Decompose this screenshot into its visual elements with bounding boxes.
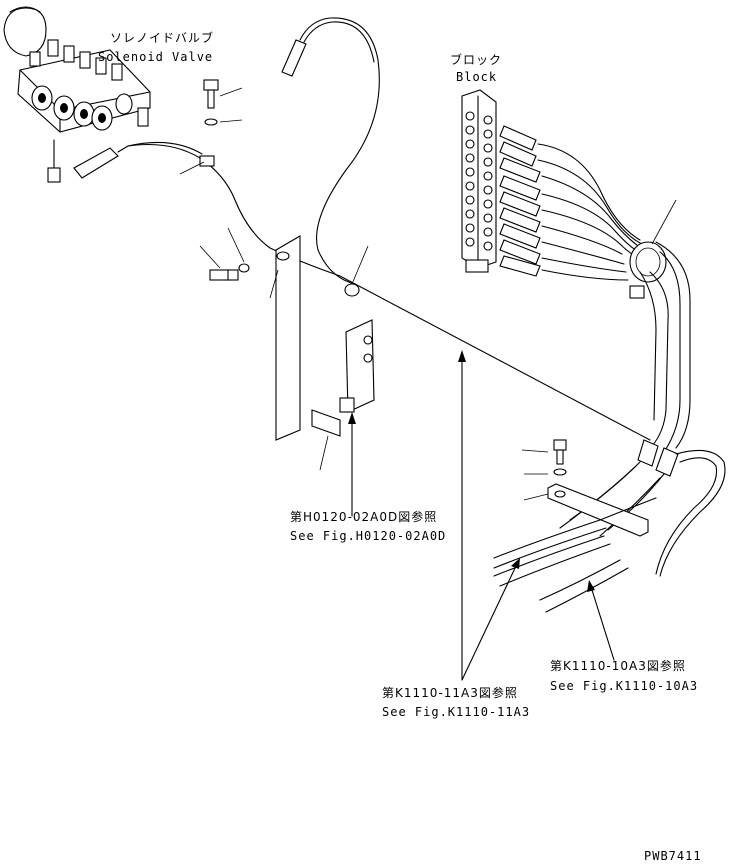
ref-h0120-label-jp: 第H0120-02A0D図参照 (290, 509, 437, 524)
solenoid-valve-assembly (3, 6, 151, 183)
upper-connector-wire (281, 17, 380, 285)
drawing-code: PWB7411 (644, 849, 702, 863)
ref-k1110-10a3-label-en: See Fig.K1110-10A3 (550, 679, 698, 693)
harness-bundle-right (559, 241, 726, 577)
reference-leaders (458, 350, 615, 681)
ref-k1110-11a3-label-en: See Fig.K1110-11A3 (382, 705, 530, 719)
block-label-en: Block (456, 70, 497, 84)
lower-harness-bracket (493, 439, 657, 613)
ref-h0120-label-en: See Fig.H0120-02A0D (290, 529, 446, 543)
solenoid-valve-label-en: Solenoid Valve (98, 50, 213, 64)
terminal-block (461, 89, 677, 299)
block-label-jp: ブロック (450, 52, 502, 67)
solenoid-valve-label-jp: ソレノイドバルブ (110, 30, 214, 45)
bracket-left (199, 227, 369, 471)
ref-k1110-10a3-label-jp: 第K1110-10A3図参照 (550, 658, 686, 673)
ref-k1110-11a3-label-jp: 第K1110-11A3図参照 (382, 685, 518, 700)
bracket-plate-center (339, 319, 375, 517)
bolt-washer-upper (179, 79, 243, 175)
